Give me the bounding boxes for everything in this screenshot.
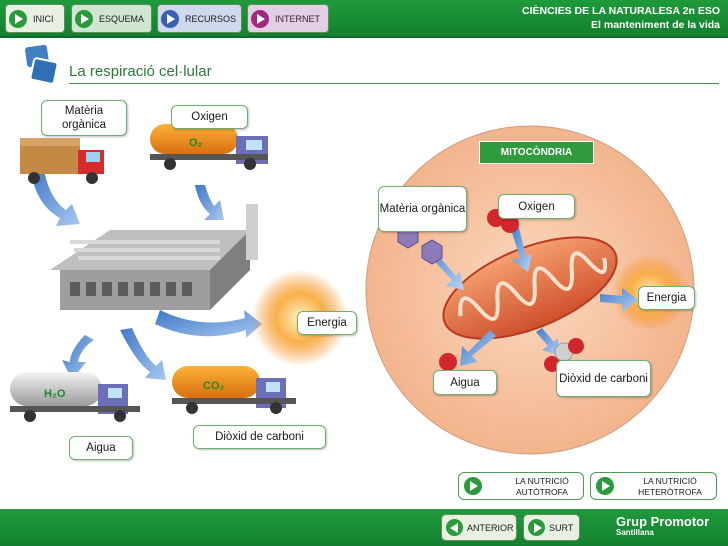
play-icon <box>9 9 27 28</box>
h2o-label: H₂O <box>44 388 66 400</box>
mito-oxigen-label: Oxigen <box>498 194 575 219</box>
o2-label: O₂ <box>189 137 203 149</box>
play-icon <box>528 519 545 536</box>
brand-logo: Grup Promotor Santillana <box>616 514 709 537</box>
anterior-label: ANTERIOR <box>467 522 514 533</box>
mito-dioxid-label: Diòxid de carboni <box>556 360 651 397</box>
nav-esquema-button[interactable]: ESQUEMA <box>71 4 152 33</box>
nav-inici-button[interactable]: INICI <box>5 4 65 33</box>
nav-esquema-label: ESQUEMA <box>99 13 145 24</box>
nav-recursos-label: RECURSOS <box>185 13 237 24</box>
play-icon <box>75 9 93 28</box>
brand-name: Grup Promotor <box>616 514 710 529</box>
back-arrow-icon <box>446 519 463 536</box>
nav-internet-button[interactable]: INTERNET <box>247 4 329 33</box>
mito-materia-label: Matèria orgànica <box>378 186 467 232</box>
bottom-bar <box>0 509 728 546</box>
nutricio-heterotrofa-button[interactable]: LA NUTRICIÓ HETERÒTROFA <box>590 472 717 500</box>
factory-aigua-label: Aigua <box>69 436 133 460</box>
page-title: La respiració cel·lular <box>69 63 212 80</box>
anterior-button[interactable]: ANTERIOR <box>441 514 517 541</box>
play-icon <box>596 477 614 495</box>
mitocondria-badge: MITOCÒNDRIA <box>479 141 594 164</box>
surt-button[interactable]: SURT <box>523 514 580 541</box>
course-name: CIÈNCIES DE LA NATURALESA 2n ESO <box>522 5 720 17</box>
nav-internet-label: INTERNET <box>275 13 320 24</box>
factory-oxigen-label: Oxigen <box>171 105 248 129</box>
play-icon <box>161 9 179 28</box>
nav-recursos-button[interactable]: RECURSOS <box>157 4 242 33</box>
factory-dioxid-label: Diòxid de carboni <box>193 425 326 449</box>
title-divider <box>69 83 719 84</box>
mito-aigua-label: Aigua <box>433 370 497 395</box>
nutricio-autotrofa-label: LA NUTRICIÓ AUTÒTROFA <box>515 476 569 497</box>
course-title: CIÈNCIES DE LA NATURALESA 2n ESO El mant… <box>522 4 720 32</box>
play-icon <box>464 477 482 495</box>
nutricio-heterotrofa-label: LA NUTRICIÓ HETERÒTROFA <box>638 476 702 497</box>
topic-icon <box>25 44 59 85</box>
factory-illustration <box>10 124 348 422</box>
factory-energia-label: Energia <box>297 311 357 335</box>
brand-sub: Santillana <box>616 528 654 537</box>
course-unit: El manteniment de la vida <box>591 19 720 31</box>
co2-label: CO₂ <box>203 380 225 392</box>
surt-label: SURT <box>549 522 574 533</box>
factory-materia-label: Matèria orgànica <box>41 100 127 136</box>
mito-energia-label: Energia <box>638 286 695 310</box>
nutricio-autotrofa-button[interactable]: LA NUTRICIÓ AUTÒTROFA <box>458 472 584 500</box>
nav-inici-label: INICI <box>33 13 54 24</box>
play-icon <box>251 9 269 28</box>
